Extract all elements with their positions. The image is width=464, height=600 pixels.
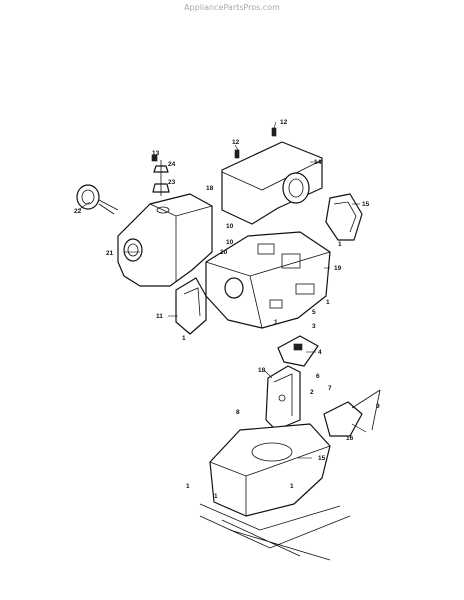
console-piece[interactable] — [277, 335, 319, 367]
callout-1g: 1 — [290, 483, 294, 490]
callout-labels: 13 24 23 22 21 12 12 14 15 19 18 10 10 1… — [74, 119, 380, 500]
callout-8: 8 — [236, 409, 240, 416]
watermark-text: AppliancePartsPros.com — [184, 3, 280, 12]
callout-1b: 1 — [326, 299, 330, 306]
callout-1a: 1 — [338, 241, 342, 248]
pedal-linkage[interactable] — [323, 389, 381, 437]
callout-10c: 10 — [220, 249, 228, 256]
callout-15: 15 — [362, 201, 370, 208]
callout-6: 6 — [316, 373, 320, 380]
callout-11: 11 — [156, 313, 163, 320]
fuel-cap[interactable] — [76, 184, 119, 215]
left-side-panel[interactable] — [175, 277, 207, 335]
callout-1c: 1 — [182, 335, 186, 342]
dash-housing[interactable] — [205, 231, 331, 329]
callout-12b: 12 — [280, 119, 288, 126]
callout-7: 7 — [328, 385, 332, 392]
leader-lines — [77, 121, 367, 459]
fuel-tank[interactable] — [117, 193, 213, 287]
fuel-gauge-parts[interactable] — [151, 154, 170, 196]
side-bracket[interactable] — [325, 193, 363, 241]
callout-19: 19 — [334, 265, 342, 272]
callout-3: 3 — [312, 323, 316, 330]
callout-18b: 18 — [258, 367, 266, 374]
callout-10b: 10 — [226, 239, 234, 246]
callout-14: 14 — [314, 159, 322, 166]
callout-18a: 18 — [206, 185, 214, 192]
callout-1d: 1 — [274, 319, 278, 326]
dash-panel[interactable] — [221, 127, 323, 225]
callout-13: 13 — [152, 150, 160, 157]
callout-4: 4 — [318, 349, 322, 356]
callout-1f: 1 — [214, 493, 218, 500]
callout-24: 24 — [168, 161, 176, 168]
callout-2: 2 — [310, 389, 314, 396]
callout-16: 16 — [346, 435, 354, 442]
callout-21: 21 — [106, 250, 114, 257]
callout-5: 5 — [312, 309, 316, 316]
callout-22: 22 — [74, 208, 82, 215]
callout-9: 9 — [376, 403, 380, 410]
callout-12a: 12 — [232, 139, 240, 146]
callout-10a: 10 — [226, 223, 234, 230]
callout-23: 23 — [168, 179, 176, 186]
lower-body[interactable] — [199, 423, 351, 561]
callout-17: 15 — [318, 455, 326, 462]
callout-1e: 1 — [186, 483, 190, 490]
steering-support[interactable] — [265, 365, 301, 431]
